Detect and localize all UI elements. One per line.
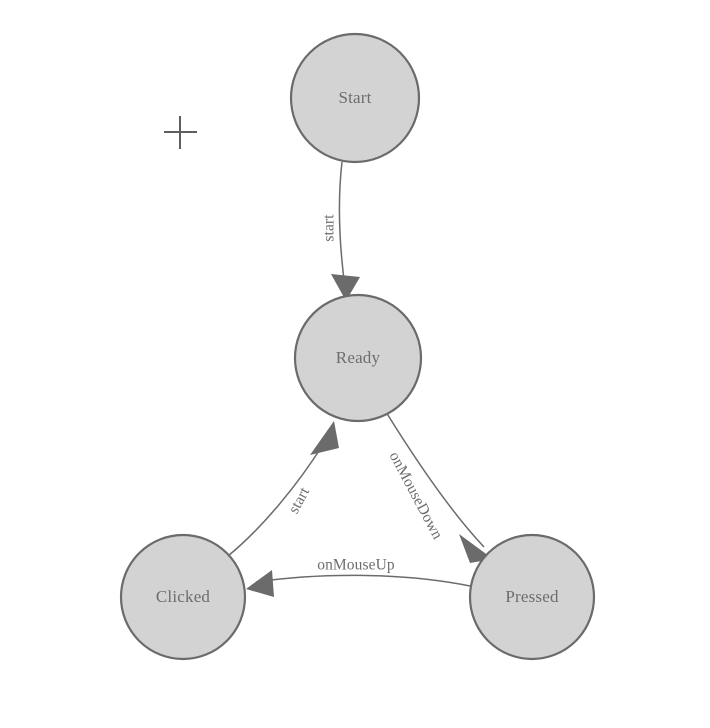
arrowhead-into-clicked <box>246 570 274 597</box>
node-start[interactable]: Start <box>289 32 421 164</box>
edge-start-to-ready[interactable] <box>331 161 360 301</box>
node-label-clicked: Clicked <box>156 587 211 606</box>
node-circle-pressed[interactable] <box>468 533 596 661</box>
node-label-ready: Ready <box>336 348 381 367</box>
edge-path-clicked-to-ready[interactable] <box>227 442 325 557</box>
edge-label-pressed-to-clicked: onMouseUp <box>317 557 395 574</box>
node-label-pressed: Pressed <box>505 587 559 606</box>
node-circle-ready[interactable] <box>293 293 423 423</box>
edge-label-ready-to-pressed: onMouseDown <box>386 449 446 542</box>
edge-path-ready-to-pressed[interactable] <box>385 411 485 548</box>
arrowhead-into-ready-bottom <box>310 421 339 455</box>
node-clicked[interactable]: Clicked <box>119 533 247 661</box>
arrowhead-into-ready-top <box>331 274 360 301</box>
edge-pressed-to-clicked[interactable] <box>246 570 471 597</box>
plus-crosshair-icon <box>164 116 197 149</box>
node-label-start: Start <box>338 88 371 107</box>
node-ready[interactable]: Ready <box>293 293 423 423</box>
node-circle-clicked[interactable] <box>119 533 247 661</box>
node-circle-start[interactable] <box>289 32 421 164</box>
node-pressed[interactable]: Pressed <box>468 533 596 661</box>
edge-label-start-to-ready: start <box>321 214 338 242</box>
edge-clicked-to-ready[interactable] <box>227 421 339 557</box>
edge-path-pressed-to-clicked[interactable] <box>255 574 471 587</box>
edge-label-clicked-to-ready: start <box>285 484 313 517</box>
edge-path-start-to-ready[interactable] <box>338 161 346 289</box>
